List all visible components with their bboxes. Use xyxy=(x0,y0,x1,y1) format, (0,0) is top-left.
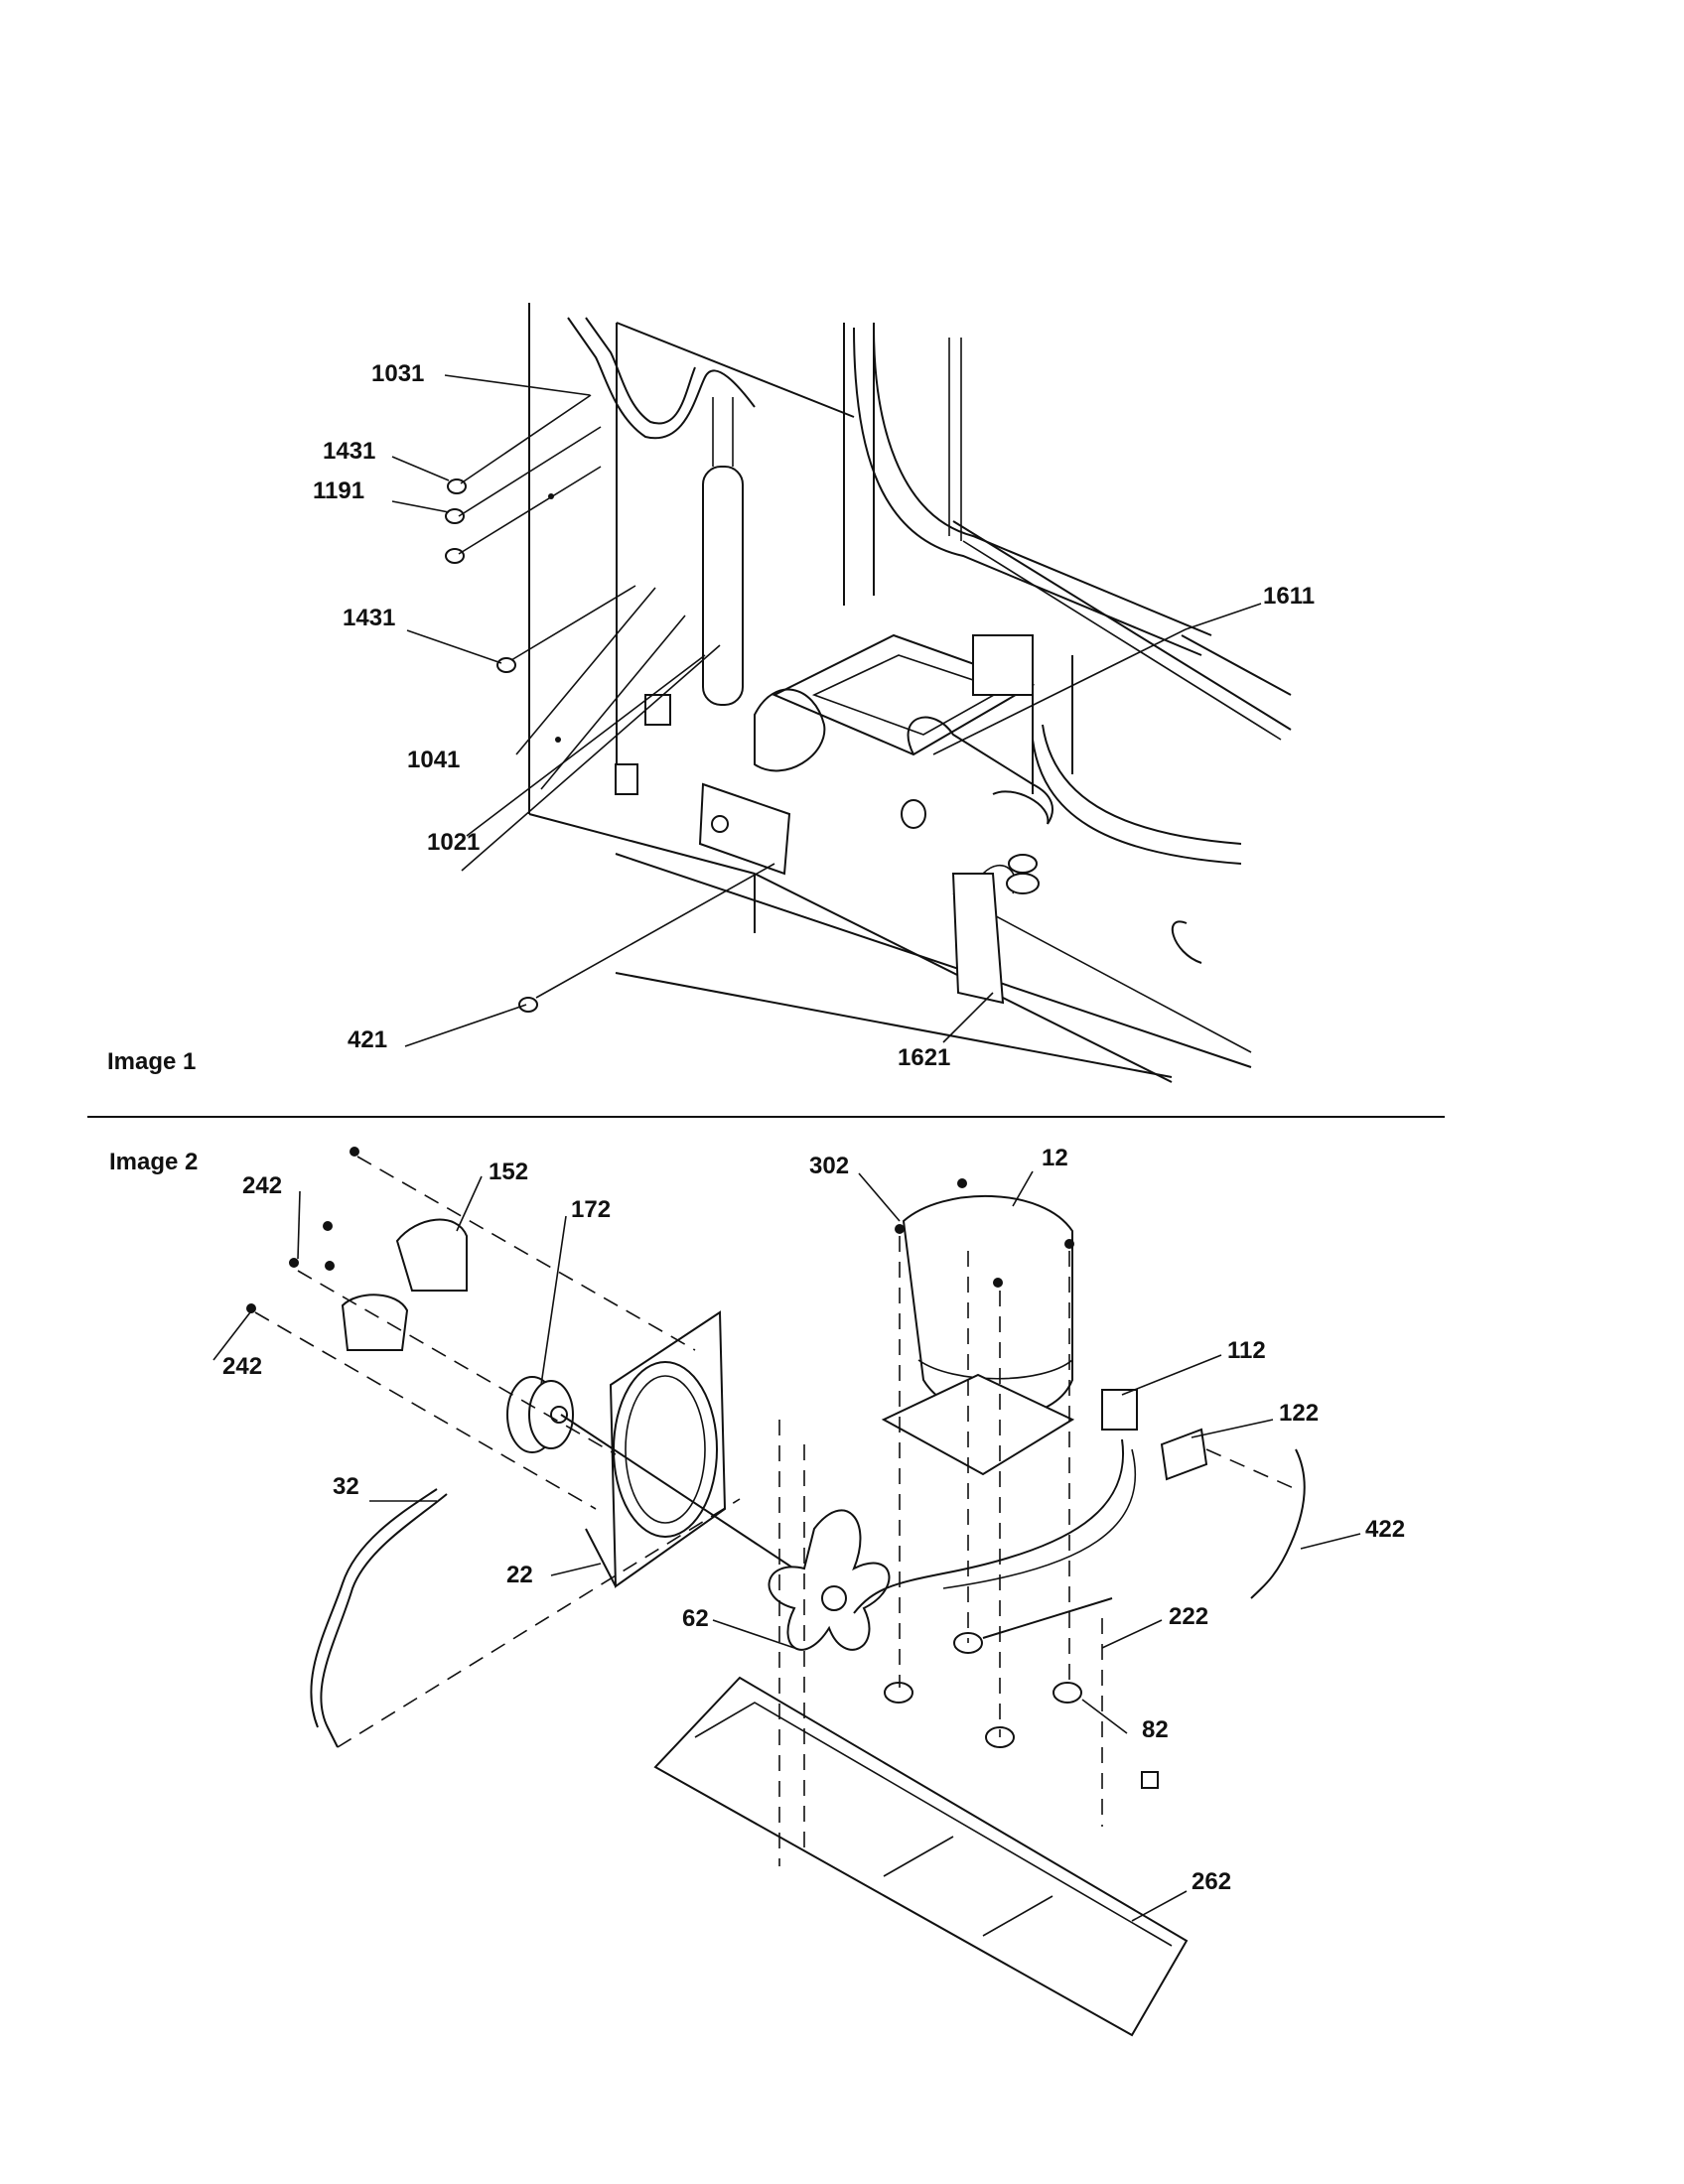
callout-1431-top: 1431 xyxy=(323,438,375,465)
callout-172: 172 xyxy=(571,1196,611,1223)
section-label-image1: Image 1 xyxy=(107,1048,196,1075)
callout-1611: 1611 xyxy=(1263,583,1315,610)
callout-262: 262 xyxy=(1192,1868,1231,1895)
image2-compressor-drawing xyxy=(212,1147,1361,2037)
callout-152: 152 xyxy=(489,1159,528,1185)
callout-1191: 1191 xyxy=(313,478,364,504)
callout-222: 222 xyxy=(1169,1603,1208,1630)
callout-1041: 1041 xyxy=(407,747,460,773)
callout-22: 22 xyxy=(506,1562,533,1588)
callout-62: 62 xyxy=(682,1605,709,1632)
callout-1431-mid: 1431 xyxy=(343,605,395,631)
callout-422: 422 xyxy=(1365,1516,1405,1543)
callout-302: 302 xyxy=(809,1153,849,1179)
callout-242-bottom: 242 xyxy=(222,1353,262,1380)
section-label-image2: Image 2 xyxy=(109,1149,198,1175)
callout-421: 421 xyxy=(348,1026,387,1053)
callout-1021: 1021 xyxy=(427,829,480,856)
callout-122: 122 xyxy=(1279,1400,1319,1427)
callout-112: 112 xyxy=(1227,1337,1266,1364)
callout-82: 82 xyxy=(1142,1716,1169,1743)
image1-cabinet-drawing xyxy=(391,303,1292,1083)
callout-32: 32 xyxy=(333,1473,359,1500)
callout-12: 12 xyxy=(1042,1145,1068,1171)
callout-1621: 1621 xyxy=(898,1044,950,1071)
callout-1031: 1031 xyxy=(371,360,424,387)
callout-242-top: 242 xyxy=(242,1172,282,1199)
